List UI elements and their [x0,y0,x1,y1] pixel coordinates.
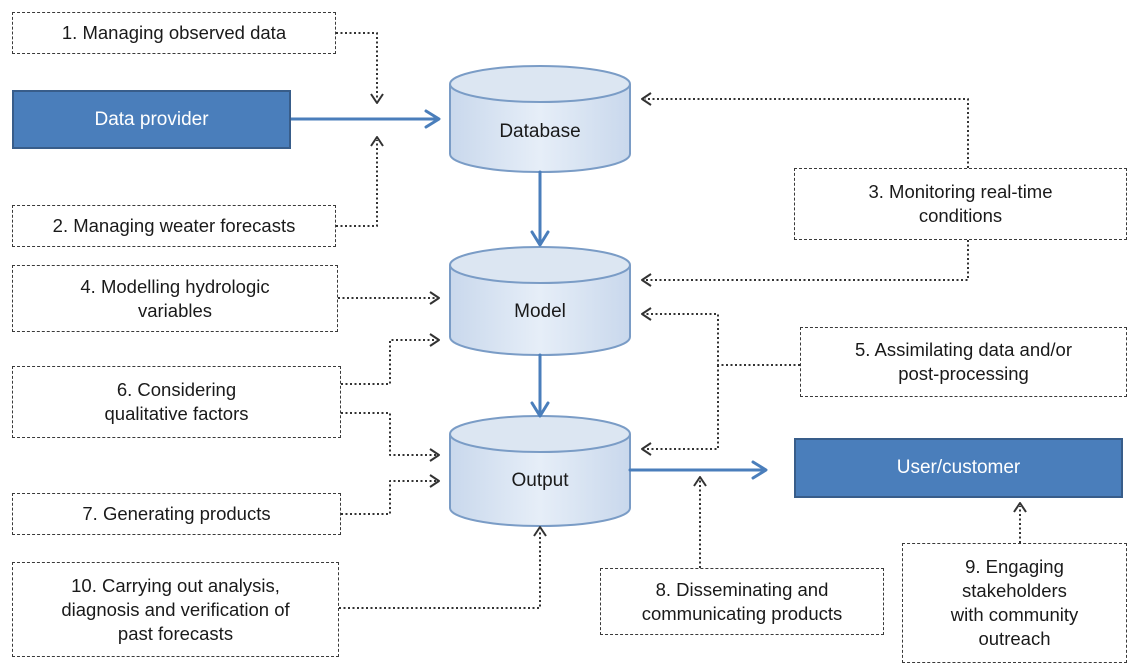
model-cylinder [449,246,631,356]
user-customer-box: User/customer [794,438,1123,498]
arrow-database-to-model [530,170,550,247]
output-label: Output [511,470,569,491]
connector-10-to-output [339,526,547,609]
connector-5-to-output [641,365,719,456]
step-3-box: 3. Monitoring real-time conditions [794,168,1127,240]
step-7-box: 7. Generating products [12,493,341,535]
connector-3-to-database [641,92,969,168]
connector-5-to-model [641,307,800,366]
connector-3-to-model [641,240,969,287]
step-2-box: 2. Managing weater forecasts [12,205,336,247]
connector-9-to-user [1013,502,1027,543]
data-provider-label: Data provider [94,108,209,130]
arrow-provider-to-database [289,109,441,129]
data-provider-box: Data provider [12,90,291,149]
step-9-box: 9. Engaging stakeholders with community … [902,543,1127,663]
database-cylinder [449,65,631,173]
arrow-model-to-output [530,353,550,418]
arrow-output-to-user [628,460,768,480]
database-label: Database [499,121,581,142]
connector-6-to-output [341,412,440,462]
connector-2-to-flow [336,136,384,227]
step-10-box: 10. Carrying out analysis, diagnosis and… [12,562,339,657]
connector-4-to-model [338,291,440,305]
connector-8-to-flow [693,476,707,568]
connector-1-to-flow [336,32,384,104]
connector-7-to-output [341,474,440,515]
step-4-box: 4. Modelling hydrologic variables [12,265,338,332]
step-5-box: 5. Assimilating data and/or post-process… [800,327,1127,397]
model-label: Model [514,301,566,322]
step-1-box: 1. Managing observed data [12,12,336,54]
step-6-box: 6. Considering qualitative factors [12,366,341,438]
connector-6-to-model [341,333,440,385]
step-8-box: 8. Disseminating and communicating produ… [600,568,884,635]
user-customer-label: User/customer [896,457,1021,478]
